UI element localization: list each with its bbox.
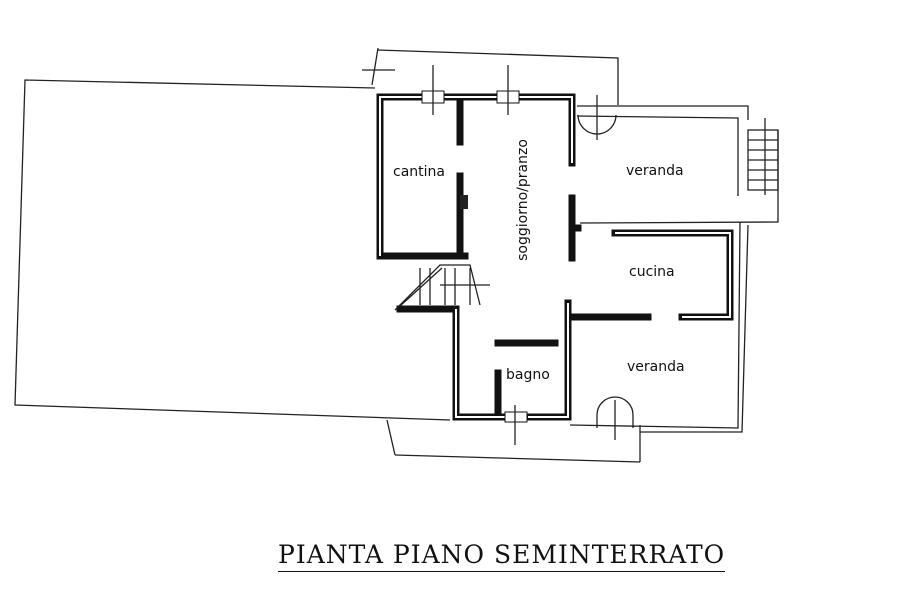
room-label-veranda-bottom: veranda — [627, 359, 685, 375]
plan-title: PIANTA PIANO SEMINTERRATO — [278, 540, 726, 572]
room-label-cucina: cucina — [629, 264, 675, 280]
room-label-veranda-top: veranda — [626, 163, 684, 179]
door-arcs — [577, 95, 634, 440]
room-label-cantina: cantina — [393, 164, 445, 180]
veranda-outlines — [386, 105, 779, 463]
room-label-bagno: bagno — [506, 367, 550, 383]
internal-stairs — [394, 264, 490, 311]
exterior-stairs — [747, 118, 779, 195]
room-label-soggiorno: soggiorno/pranzo — [514, 139, 531, 261]
walls — [376, 65, 734, 445]
site-outline — [14, 47, 619, 421]
